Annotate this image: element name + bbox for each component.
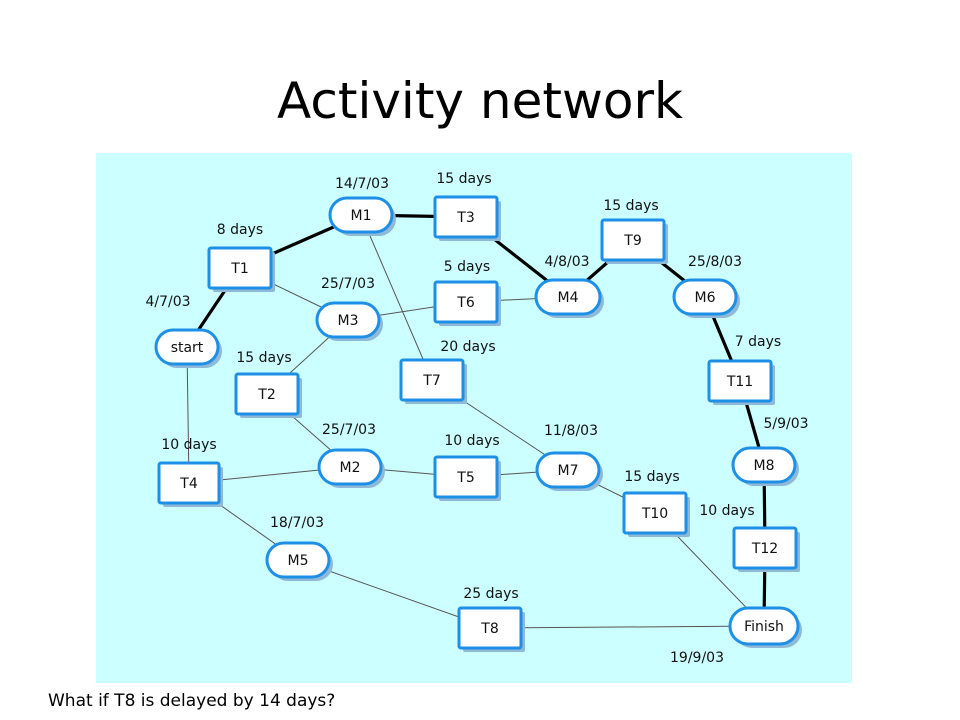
annotation-d-t10: 15 days <box>624 469 679 485</box>
annotation-date-m8: 5/9/03 <box>763 416 808 432</box>
milestone-finish: Finish <box>728 606 802 648</box>
node-body <box>154 328 220 366</box>
milestone-m4: M4 <box>534 278 604 318</box>
label-layer: 8 days 4/7/03 14/7/03 15 days 25/7/03 5 days 1… <box>145 171 808 666</box>
edge-t8-finish <box>489 625 765 629</box>
milestone-m3: M3 <box>315 301 383 341</box>
annotation-d-t6: 5 days <box>444 259 490 275</box>
node-body <box>600 218 666 262</box>
annotation-date-m3: 25/7/03 <box>321 276 375 292</box>
node-body <box>328 196 394 234</box>
annotation-date-m1: 14/7/03 <box>335 176 389 192</box>
node-body <box>157 461 221 505</box>
node-label: T7 <box>422 373 440 389</box>
milestone-m1: M1 <box>328 196 396 236</box>
milestone-m8: M8 <box>731 446 799 486</box>
node-label: M2 <box>340 460 361 476</box>
annotation-date-m5: 18/7/03 <box>270 515 324 531</box>
node-body <box>207 246 273 290</box>
node-body <box>317 448 383 486</box>
node-body <box>731 446 797 484</box>
node-body <box>433 455 499 499</box>
slide-title: Activity network <box>277 72 683 130</box>
annotation-d-t9: 15 days <box>603 198 658 214</box>
node-body <box>732 526 798 570</box>
task-t11: T11 <box>707 359 775 405</box>
node-label: T8 <box>480 621 498 637</box>
milestone-start: start <box>154 328 222 368</box>
node-label: M6 <box>695 290 716 306</box>
node-body <box>399 358 465 402</box>
node-label: M3 <box>338 313 359 329</box>
node-label: T6 <box>456 295 475 311</box>
node-body <box>534 278 602 316</box>
edge-m1-t7 <box>360 214 433 381</box>
edge-start-t4 <box>186 346 190 484</box>
node-body <box>433 195 499 239</box>
task-t10: T10 <box>622 491 690 537</box>
task-t1: T1 <box>207 246 275 292</box>
annotation-d-t3: 15 days <box>436 171 491 187</box>
node-label: T11 <box>726 374 753 390</box>
annotation-date-finish: 19/9/03 <box>670 650 724 666</box>
node-body <box>728 606 800 646</box>
node-body <box>265 541 331 579</box>
task-t5: T5 <box>433 455 501 501</box>
node-body <box>672 278 738 316</box>
annotation-d-t5: 10 days <box>444 433 499 449</box>
node-label: M7 <box>558 463 579 479</box>
node-label: T5 <box>456 470 474 486</box>
node-label: T2 <box>257 387 275 403</box>
milestone-m6: M6 <box>672 278 740 318</box>
node-label: T9 <box>623 233 641 249</box>
annotation-date-m6: 25/8/03 <box>688 254 742 270</box>
node-label: T1 <box>230 261 248 277</box>
node-label: M1 <box>351 208 372 224</box>
slide-caption: What if T8 is delayed by 14 days? <box>48 691 336 711</box>
milestone-m7: M7 <box>535 451 603 491</box>
annotation-d-t1: 8 days <box>217 222 263 238</box>
annotation-d-t2: 15 days <box>236 350 291 366</box>
node-body <box>535 451 601 489</box>
node-body <box>457 606 523 650</box>
milestone-m2: M2 <box>317 448 385 488</box>
task-t6: T6 <box>433 280 501 326</box>
node-body <box>234 372 300 416</box>
diagram-background <box>96 153 852 683</box>
node-label: T12 <box>751 541 778 557</box>
node-label: Finish <box>744 619 784 635</box>
node-body <box>707 359 773 403</box>
node-body <box>315 301 381 339</box>
node-label: start <box>171 340 204 356</box>
annotation-d-t4: 10 days <box>161 437 216 453</box>
annotation-d-t7: 20 days <box>440 339 495 355</box>
annotation-date-m7: 11/8/03 <box>544 423 598 439</box>
node-label: M8 <box>754 458 775 474</box>
task-t9: T9 <box>600 218 668 264</box>
node-label: T3 <box>456 210 474 226</box>
node-body <box>433 280 499 324</box>
task-t12: T12 <box>732 526 800 572</box>
node-label: M5 <box>288 553 309 569</box>
node-body <box>622 491 688 535</box>
task-t7: T7 <box>399 358 467 404</box>
milestone-m5: M5 <box>265 541 333 581</box>
annotation-date-m4: 4/8/03 <box>544 254 589 270</box>
task-t4: T4 <box>157 461 223 507</box>
task-t3: T3 <box>433 195 501 241</box>
task-t8: T8 <box>457 606 525 652</box>
node-label: T4 <box>179 476 198 492</box>
annotation-date-start: 4/7/03 <box>145 294 190 310</box>
node-label: T10 <box>641 506 668 522</box>
annotation-date-m2: 25/7/03 <box>322 422 376 438</box>
annotation-d-t12: 10 days <box>699 503 754 519</box>
node-label: M4 <box>558 290 579 306</box>
annotation-d-t8: 25 days <box>463 586 518 602</box>
task-t2: T2 <box>234 372 302 418</box>
annotation-d-t11: 7 days <box>735 334 781 350</box>
